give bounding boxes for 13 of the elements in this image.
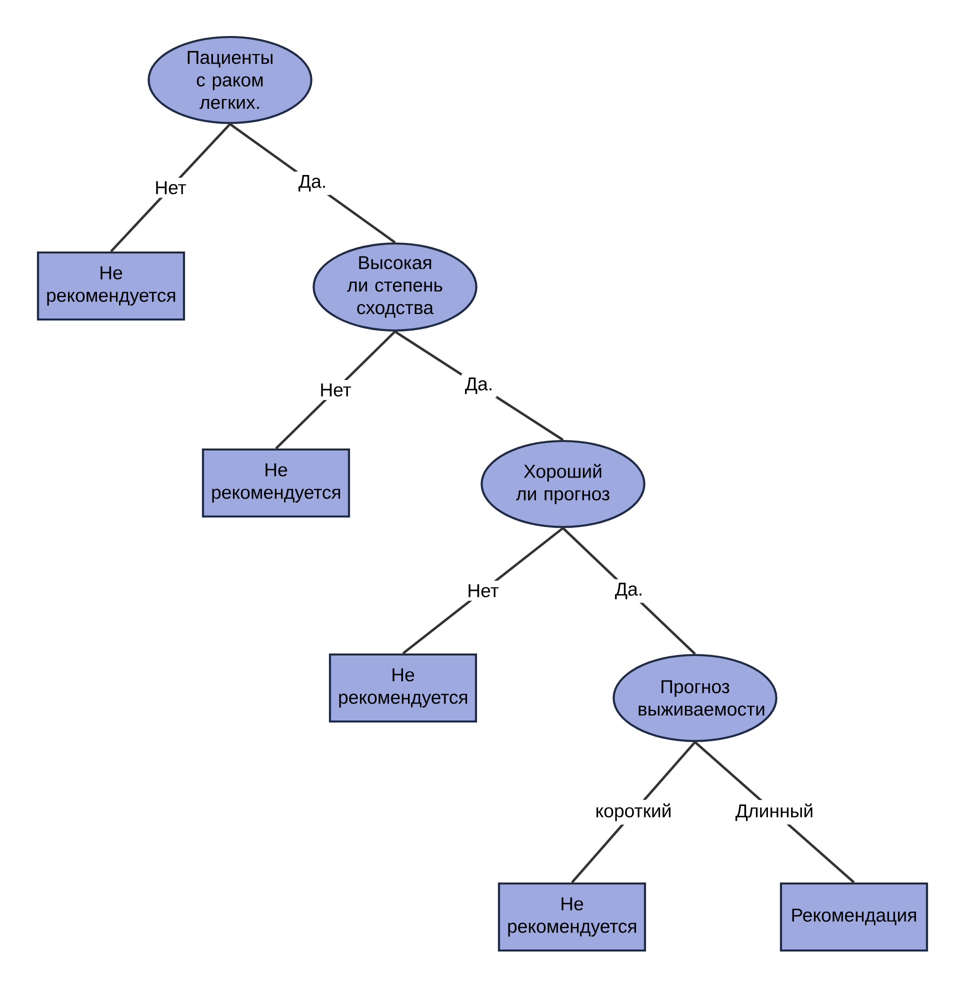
result-box: Не рекомендуется	[328, 653, 478, 723]
result-box: Не рекомендуется	[36, 251, 186, 321]
edge-label: Да.	[461, 374, 497, 398]
edge-label: короткий	[592, 800, 676, 825]
edge-label: Да.	[611, 579, 647, 603]
result-box: Рекомендация	[780, 882, 928, 952]
edge-label: Нет	[464, 580, 502, 601]
result-box: Не рекомендуется	[202, 448, 350, 518]
edge-label: Да.	[294, 171, 330, 196]
result-box: Не рекомендуется	[498, 882, 646, 952]
edge-label: Длинный	[732, 800, 818, 825]
edge-label: Нет	[316, 380, 355, 400]
edge-label: Нет	[151, 178, 190, 198]
